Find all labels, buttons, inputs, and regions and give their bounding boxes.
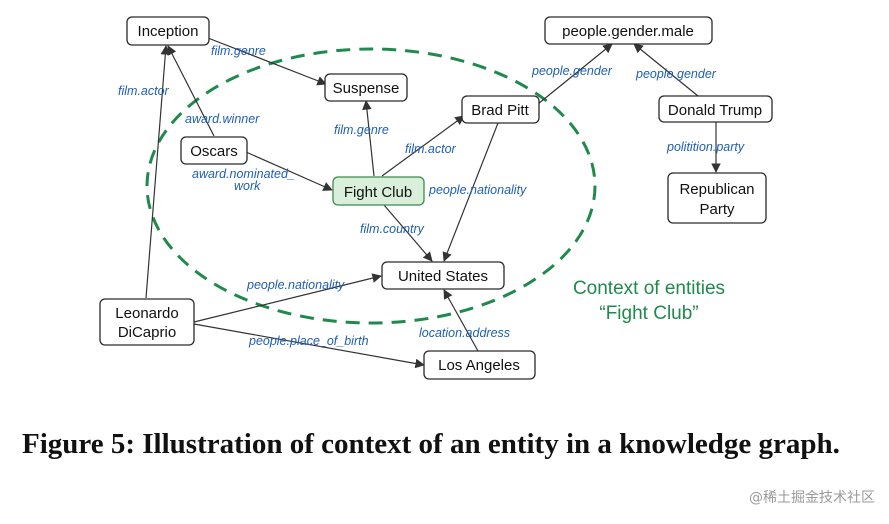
edge-leo-la <box>193 323 425 369</box>
node-republican-label-line2: Party <box>699 201 735 218</box>
node-suspense-label: Suspense <box>333 80 400 97</box>
edge-la-us <box>443 289 479 352</box>
node-inception: Inception <box>126 16 210 46</box>
edge-label-film-actor-bradpitt: film.actor <box>405 142 457 156</box>
node-people-gender-male-label: people.gender.male <box>562 23 694 40</box>
node-republican-label-line1: Republican <box>679 181 754 198</box>
edge-fightclub-us <box>383 204 433 262</box>
edge-label-people-place-of-birth: people.place_of_birth <box>248 334 369 348</box>
watermark: @稀土掘金技术社区 <box>749 490 875 506</box>
edge-label-film-genre-fightclub: film.genre <box>334 123 389 137</box>
edge-label-people-gender-trump: people.gender <box>635 67 717 81</box>
edge-label-people-nationality-bradpitt: people.nationality <box>428 183 527 197</box>
edge-label-people-nationality-leo: people.nationality <box>246 278 345 292</box>
edge-oscars-inception <box>167 45 215 137</box>
context-ellipse <box>145 47 597 325</box>
node-donald-trump: Donald Trump <box>658 95 773 123</box>
node-fight-club: Fight Club <box>332 176 425 206</box>
node-donald-trump-label: Donald Trump <box>668 102 762 119</box>
node-united-states: United States <box>381 261 505 290</box>
edge-inception-suspense <box>207 37 327 86</box>
node-oscars-label: Oscars <box>190 143 238 160</box>
edge-label-film-genre-inception: film.genre <box>211 44 266 58</box>
node-united-states-label: United States <box>398 268 488 285</box>
edge-fightclub-bradpitt <box>381 115 465 177</box>
context-label-line1: Context of entities <box>573 278 725 299</box>
node-los-angeles-label: Los Angeles <box>438 357 520 374</box>
edge-label-politition-party: politition.party <box>666 140 745 154</box>
edge-bradpitt-us <box>442 122 499 262</box>
node-oscars: Oscars <box>180 136 248 165</box>
edge-oscars-fightclub <box>245 151 333 191</box>
node-brad-pitt: Brad Pitt <box>461 95 540 124</box>
context-label-line2: “Fight Club” <box>599 303 698 324</box>
node-people-gender-male: people.gender.male <box>544 16 713 45</box>
edge-fightclub-suspense <box>362 100 375 177</box>
edge-bradpitt-male <box>537 43 613 105</box>
edge-label-people-gender-bradpitt: people.gender <box>531 64 613 78</box>
node-republican-party: Republican Party <box>667 172 767 224</box>
edge-label-location-address: location.address <box>419 326 510 340</box>
node-inception-label: Inception <box>138 23 199 40</box>
node-leonardo-label-line1: Leonardo <box>115 305 178 322</box>
edge-leo-inception <box>145 45 171 299</box>
node-fight-club-label: Fight Club <box>344 184 412 201</box>
edge-label-film-actor-leo: film.actor <box>118 84 170 98</box>
node-leonardo-label-line2: DiCaprio <box>118 324 176 341</box>
edge-label-award-nominated-line1: award.nominated_ <box>192 167 295 181</box>
edge-label-award-winner: award.winner <box>185 112 260 126</box>
knowledge-graph-diagram: film.genre film.actor award.winner award… <box>99 16 773 380</box>
edge-trump-male <box>633 43 699 97</box>
edge-leo-us <box>193 273 382 323</box>
node-los-angeles: Los Angeles <box>423 350 536 380</box>
edge-label-film-country: film.country <box>360 222 425 236</box>
node-suspense: Suspense <box>324 73 408 102</box>
node-brad-pitt-label: Brad Pitt <box>471 102 529 119</box>
edge-label-award-nominated-line2: work <box>234 179 261 193</box>
figure-caption: Figure 5: Illustration of context of an … <box>22 428 840 460</box>
node-leonardo-dicaprio: Leonardo DiCaprio <box>99 298 195 346</box>
